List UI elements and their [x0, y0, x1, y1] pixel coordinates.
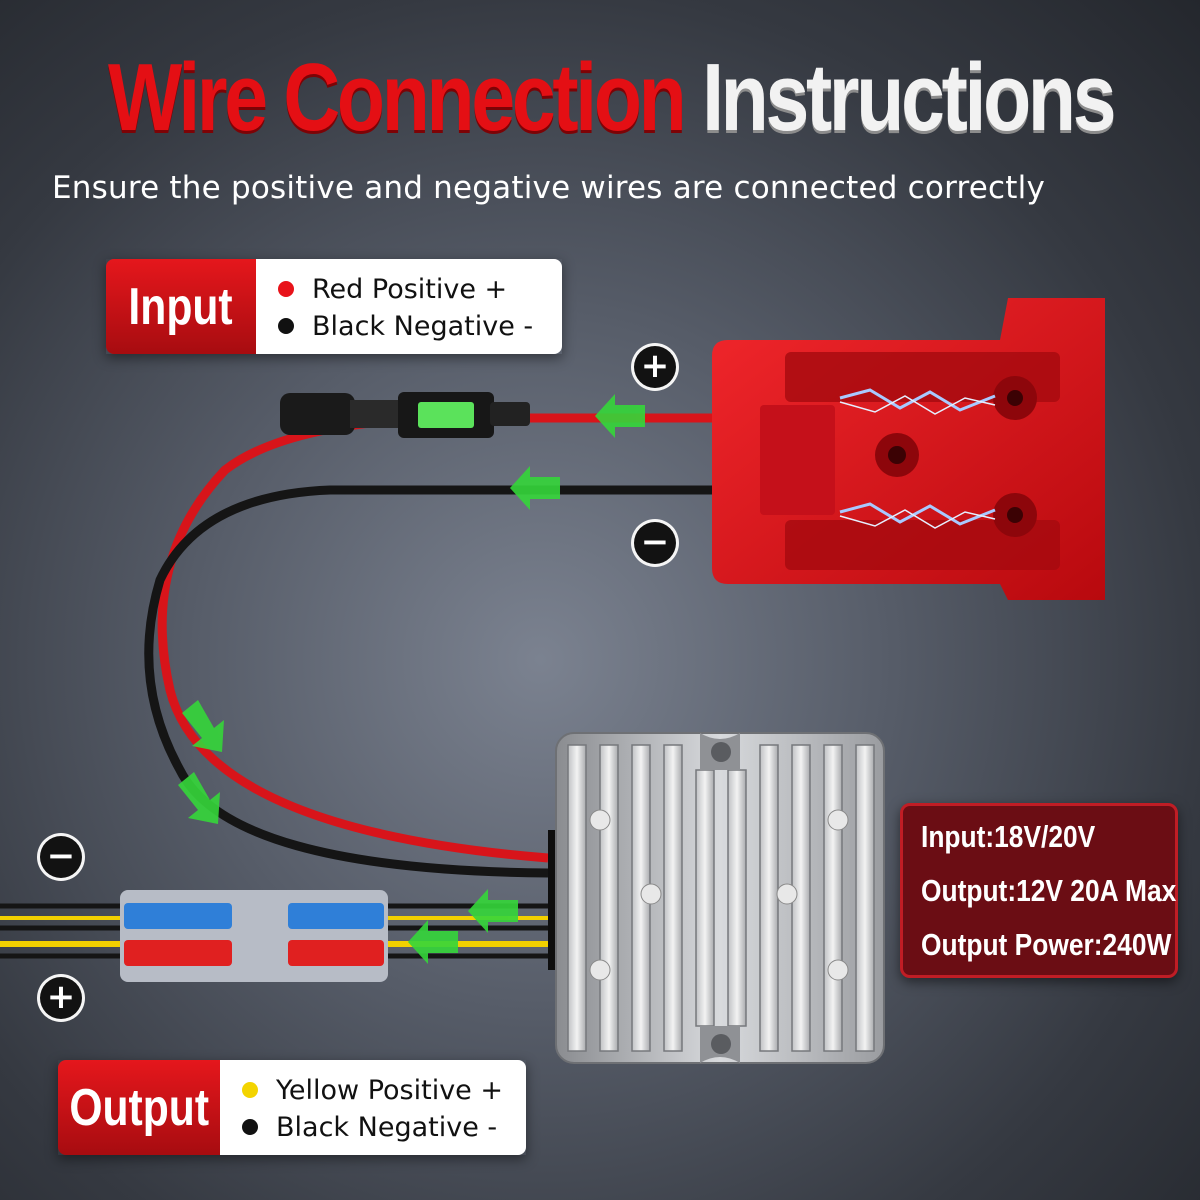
legend-row-black-negative-output: Black Negative -	[242, 1112, 504, 1143]
buck-converter	[548, 732, 885, 1064]
subtitle: Ensure the positive and negative wires a…	[52, 170, 1045, 206]
legend-row-black-negative: Black Negative -	[278, 311, 540, 342]
spec-output: Output:12V 20A Max	[921, 872, 1177, 908]
arrow-icon	[178, 772, 220, 824]
title-red-part: Wire Connection	[108, 44, 687, 151]
plus-icon: +	[40, 977, 82, 1019]
arrow-icon	[408, 920, 458, 964]
spec-output-power: Output Power:240W	[921, 926, 1172, 962]
inline-fuse-holder	[280, 392, 530, 438]
input-legend: Input Red Positive + Black Negative -	[106, 259, 562, 354]
flow-arrows	[178, 394, 645, 964]
black-dot-icon	[278, 318, 294, 334]
output-legend-body: Yellow Positive + Black Negative -	[220, 1060, 526, 1155]
input-legend-tag: Input	[106, 259, 256, 354]
arrow-icon	[510, 466, 560, 510]
plus-icon: +	[634, 346, 676, 388]
converter-spec-box: Input:18V/20V Output:12V 20A Max Output …	[900, 803, 1178, 978]
minus-icon: −	[40, 836, 82, 878]
arrow-icon	[182, 700, 224, 752]
page-title: Wire Connection Instructions	[108, 47, 1116, 149]
battery-adapter	[712, 298, 1105, 600]
arrow-icon	[595, 394, 645, 438]
legend-row-yellow-positive: Yellow Positive +	[242, 1075, 504, 1106]
input-legend-body: Red Positive + Black Negative -	[256, 259, 562, 354]
arrow-icon	[468, 889, 518, 933]
yellow-dot-icon	[242, 1082, 258, 1098]
minus-icon: −	[634, 522, 676, 564]
output-legend-tag: Output	[58, 1060, 220, 1155]
black-input-wire	[144, 485, 715, 878]
output-legend: Output Yellow Positive + Black Negative …	[58, 1060, 526, 1155]
red-dot-icon	[278, 281, 294, 297]
spec-input: Input:18V/20V	[921, 818, 1096, 854]
title-white-part: Instructions	[702, 44, 1116, 151]
legend-row-red-positive: Red Positive +	[278, 274, 540, 305]
black-dot-icon	[242, 1119, 258, 1135]
lever-wire-connector	[120, 890, 388, 982]
